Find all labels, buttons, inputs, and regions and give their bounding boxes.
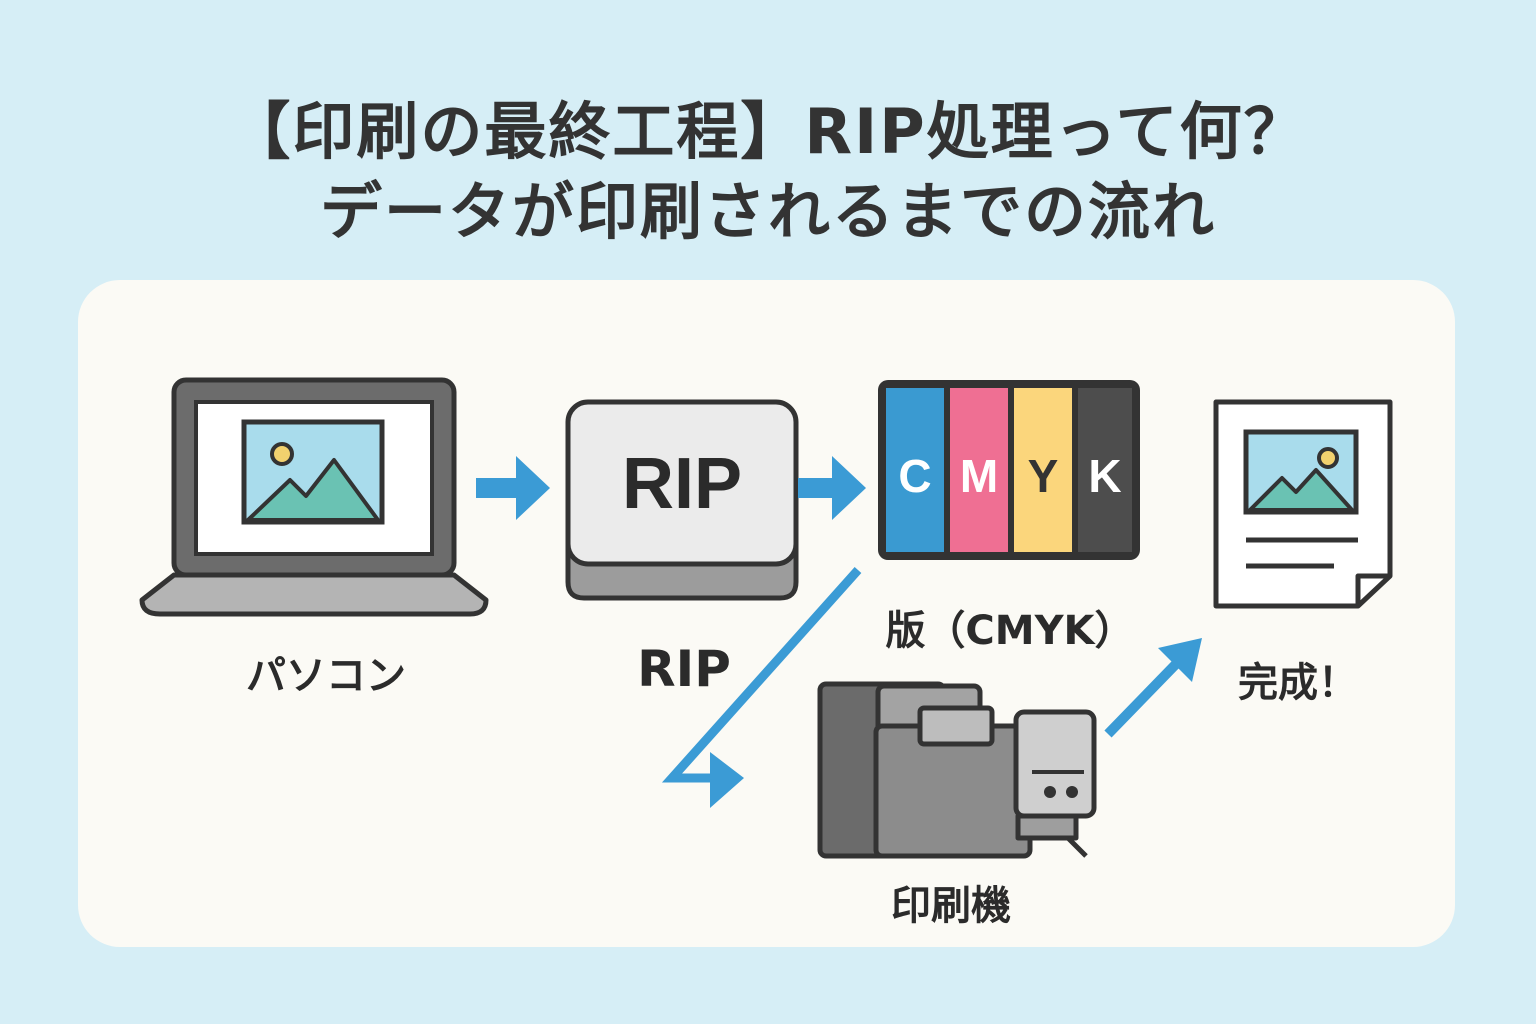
label-plate: 版（CMYK） xyxy=(885,608,1135,654)
title-line-2: データが印刷されるまでの流れ xyxy=(319,175,1216,248)
rip-box-icon: RIP xyxy=(565,399,799,601)
arrow-pc-to-rip xyxy=(476,456,550,520)
label-press: 印刷機 xyxy=(891,883,1011,929)
plate-letter-k: K xyxy=(1088,450,1121,502)
page-title: 【印刷の最終工程】RIP処理って何？ データが印刷されるまでの流れ xyxy=(0,92,1536,252)
printed-document-icon xyxy=(1213,399,1393,609)
cmyk-plate-icon: C M Y K xyxy=(878,380,1140,560)
plate-letter-m: M xyxy=(960,450,998,502)
plate-letter-y: Y xyxy=(1028,450,1059,502)
plate-channel-k xyxy=(1078,388,1132,552)
rip-box-text: RIP xyxy=(622,444,742,524)
title-line-1: 【印刷の最終工程】RIP処理って何？ xyxy=(228,95,1308,168)
plate-channel-c xyxy=(886,388,944,552)
label-pc: パソコン xyxy=(246,653,406,699)
printing-press-icon xyxy=(817,681,1097,859)
plate-channel-y xyxy=(1014,388,1072,552)
arrow-rip-to-plate xyxy=(798,456,866,520)
plate-channel-m xyxy=(950,388,1008,552)
arrow-press-to-done xyxy=(1104,638,1202,738)
laptop-icon xyxy=(139,377,489,617)
image-icon xyxy=(241,419,385,525)
label-rip: RIP xyxy=(637,640,731,698)
arrow-plate-to-press xyxy=(661,567,862,808)
label-done: 完成！ xyxy=(1238,660,1358,706)
plate-letter-c: C xyxy=(898,450,931,502)
